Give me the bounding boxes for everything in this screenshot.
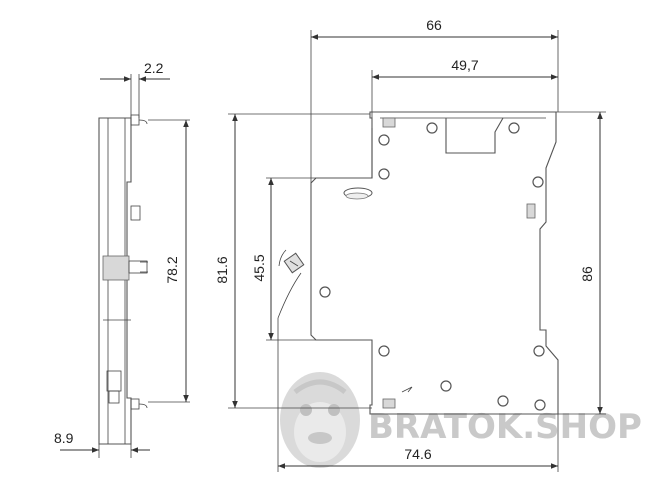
dim-label-side-gap: 2.2	[144, 60, 164, 76]
mounting-holes	[319, 122, 546, 411]
dim-width-total: 66	[310, 17, 559, 183]
dim-label-front-bottom: 74.6	[404, 446, 431, 462]
dim-front-bottom: 74.6	[277, 318, 559, 472]
front-body-outline	[310, 111, 559, 415]
watermark-text: BRATOK.SHOP	[368, 407, 642, 447]
dim-label-front-mid: 45.5	[251, 254, 267, 281]
side-terminal	[102, 255, 130, 281]
dim-side-bottom: 8.9	[54, 430, 150, 458]
dim-label-front-total-height: 86	[579, 266, 595, 282]
side-body-outline	[98, 117, 132, 445]
dim-label-side-bottom: 8.9	[54, 430, 74, 446]
lever-icon	[277, 249, 305, 319]
dim-side-top: 2.2	[100, 60, 170, 118]
dim-side-height: 78.2	[148, 119, 190, 403]
dim-width-inner: 49,7	[371, 57, 558, 118]
side-view	[98, 114, 148, 445]
watermark: BRATOK.SHOP	[280, 372, 642, 468]
dim-front-height: 81.6	[214, 113, 372, 409]
front-view	[277, 111, 559, 415]
gorilla-logo-icon	[280, 372, 360, 468]
dim-label-side-height: 78.2	[164, 256, 180, 283]
dim-label-width-inner: 49,7	[451, 57, 478, 73]
dim-label-width-total: 66	[426, 17, 442, 33]
dim-label-front-height: 81.6	[214, 256, 230, 283]
toggle-slot	[445, 117, 504, 154]
dim-front-total-height: 86	[556, 111, 606, 415]
dim-front-mid: 45.5	[251, 177, 316, 341]
